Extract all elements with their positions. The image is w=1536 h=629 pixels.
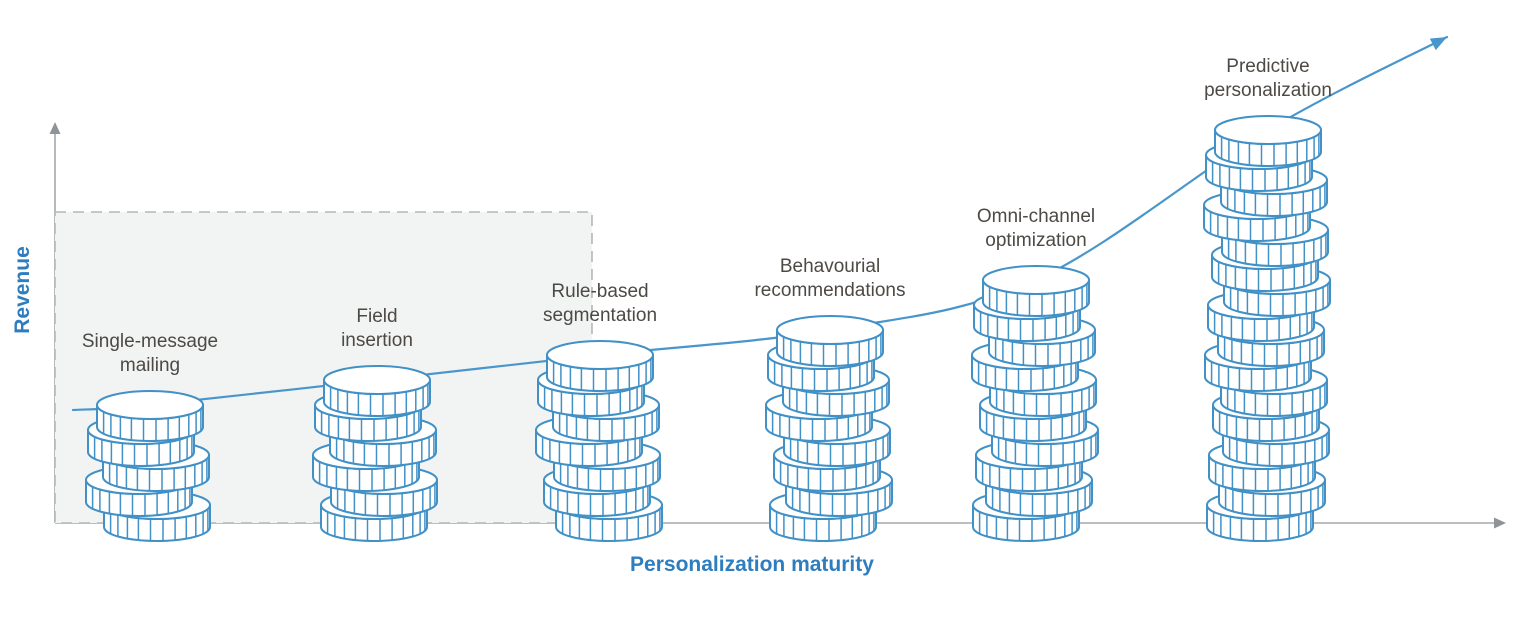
stage-label-line: mailing <box>120 355 180 376</box>
coin <box>96 390 204 442</box>
stage-label-field-insertion: Field insertion <box>341 306 413 351</box>
stage-label-line: Omni-channel <box>977 206 1095 227</box>
stage-label-line: Behavourial <box>780 256 880 277</box>
coin-stack-field-insertion <box>312 365 438 542</box>
stage-label-predictive-personalization: Predictive personalization <box>1204 56 1332 101</box>
x-axis-arrow-icon <box>1494 517 1506 529</box>
y-axis-label: Revenue <box>11 246 34 334</box>
stage-label-line: recommendations <box>754 280 905 301</box>
stage-label-line: optimization <box>985 230 1086 251</box>
stage-label-rule-based-segmentation: Rule-based segmentation <box>543 281 657 326</box>
coin <box>323 365 431 417</box>
stage-label-behavourial-recommendations: Behavourial recommendations <box>754 256 905 301</box>
stage-label-omni-channel-optimization: Omni-channel optimization <box>977 206 1095 251</box>
stage-label-line: Field <box>356 306 397 327</box>
coin <box>1214 115 1322 167</box>
coin <box>982 265 1090 317</box>
coin-stack-rule-based-segmentation <box>535 340 663 542</box>
coin <box>546 340 654 392</box>
coin <box>776 315 884 367</box>
y-axis-arrow-icon <box>49 122 61 134</box>
x-axis-label: Personalization maturity <box>630 553 874 576</box>
growth-arrow-icon <box>1429 37 1447 51</box>
stage-label-line: personalization <box>1204 80 1332 101</box>
coin-stack-single-message-mailing <box>85 390 211 542</box>
coin-stack-predictive-personalization <box>1203 115 1331 542</box>
stage-label-line: Single-message <box>82 331 218 352</box>
stage-label-line: insertion <box>341 330 413 351</box>
stage-label-line: segmentation <box>543 305 657 326</box>
stage-label-line: Rule-based <box>551 281 648 302</box>
coin-stack-behavourial-recommendations <box>765 315 893 542</box>
coin-stack-omni-channel-optimization <box>971 265 1099 542</box>
stage-label-single-message-mailing: Single-message mailing <box>82 331 218 376</box>
stage-label-line: Predictive <box>1226 56 1309 77</box>
